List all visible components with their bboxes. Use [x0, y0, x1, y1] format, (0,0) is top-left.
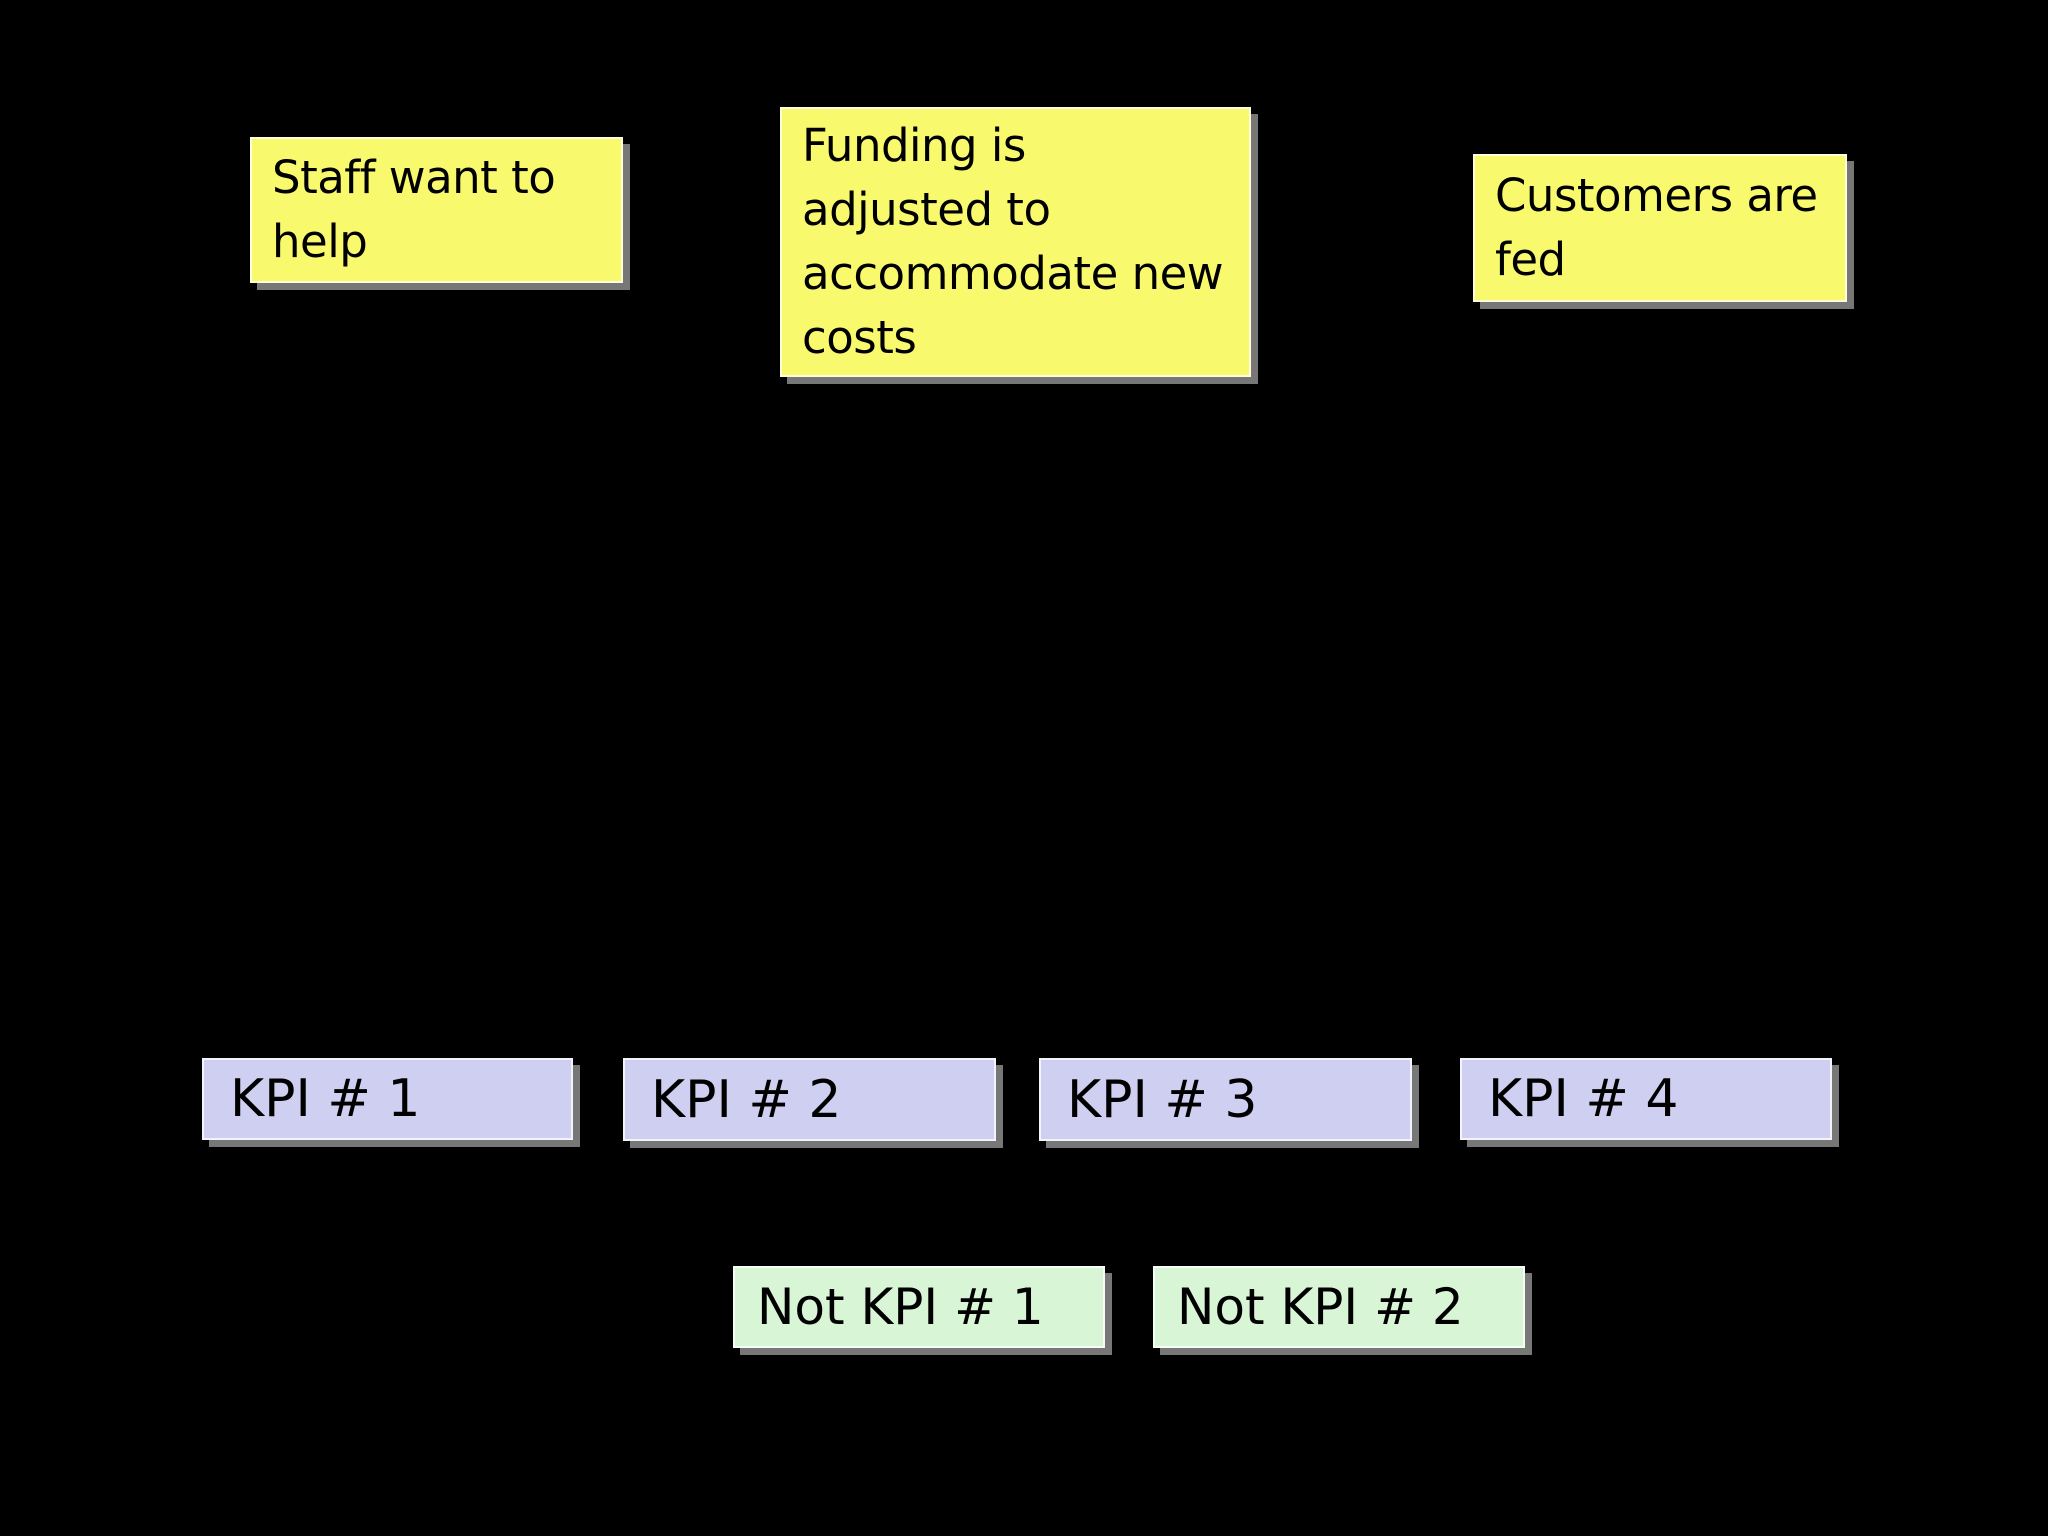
sticky-note-customers: Customers are fed: [1473, 154, 1847, 302]
kpi-box-3: KPI # 3: [1039, 1058, 1412, 1141]
kpi-box-4: KPI # 4: [1460, 1058, 1832, 1140]
sticky-note-funding: Funding is adjusted to accommodate new c…: [780, 107, 1251, 377]
sticky-note-staff: Staff want to help: [250, 137, 623, 283]
not-kpi-box-2: Not KPI # 2: [1153, 1266, 1525, 1348]
kpi-box-2: KPI # 2: [623, 1058, 996, 1141]
not-kpi-box-1: Not KPI # 1: [733, 1266, 1105, 1348]
kpi-box-1: KPI # 1: [202, 1058, 573, 1140]
